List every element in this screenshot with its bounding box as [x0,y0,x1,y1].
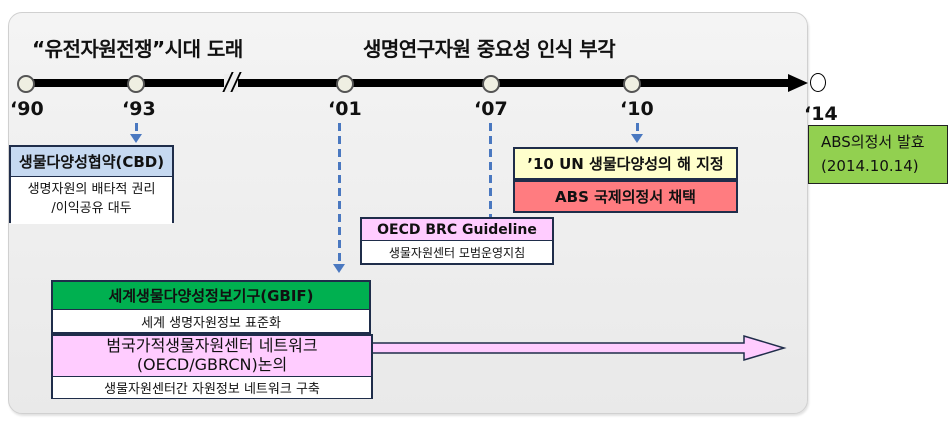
event-abs-effective-line1: ABS의정서 발효 [821,133,925,151]
event-cbd-desc: 생명자원의 배타적 권리 /이익공유 대두 [11,177,172,224]
arrow-down-icon [631,134,643,143]
timeline-node-2014 [810,73,826,92]
timeline-node-2001 [336,75,354,93]
event-gbif-title: 세계생물다양성정보기구(GBIF) [53,282,369,310]
year-label-2001: ‘01 [328,98,362,120]
gbrcn-arrow-icon [360,335,787,362]
connector-2010 [636,123,639,135]
event-gbif-desc: 세계 생명자원정보 표준화 [53,310,369,332]
event-abs-adoption: ABS 국제의정서 채택 [513,180,738,213]
axis-arrowhead-icon [788,74,808,92]
era-label-right: 생명연구자원 중요성 인식 부각 [363,37,616,61]
event-oecd-title: OECD BRC Guideline [362,219,552,241]
timeline-node-2007 [482,75,500,93]
year-label-2007: ‘07 [474,98,508,120]
event-abs-effective: ABS의정서 발효 (2014.10.14) [808,125,948,184]
year-label-1990: ‘90 [10,98,44,120]
arrow-down-icon [333,264,345,273]
event-oecd-guideline: OECD BRC Guideline 생물자원센터 모범운영지침 [360,217,554,265]
event-oecd-desc: 생물자원센터 모범운영지침 [362,241,552,263]
event-un-year: ’10 UN 생물다양성의 해 지정 [513,147,738,180]
event-cbd-desc-line1: 생명자원의 배타적 권리 [27,182,156,197]
year-label-2014: ‘14 [804,103,838,125]
timeline-node-1993 [127,75,145,93]
timeline-node-1990 [17,75,35,93]
event-gbif: 세계생물다양성정보기구(GBIF) 세계 생명자원정보 표준화 [51,280,371,334]
event-cbd: 생물다양성협약(CBD) 생명자원의 배타적 권리 /이익공유 대두 [9,145,174,224]
event-gbrcn-title-line1: 범국가적생물자원센터 네트워크 [106,336,318,355]
connector-2001 [338,123,341,263]
timeline-node-2010 [623,75,641,93]
event-cbd-desc-line2: /이익공유 대두 [51,201,132,216]
event-abs-effective-line2: (2014.10.14) [821,157,919,175]
event-gbrcn-desc: 생물자원센터간 자원정보 네트워크 구축 [53,377,371,398]
event-gbrcn-title-line2: (OECD/GBRCN)논의 [136,355,288,374]
year-label-1993: ‘93 [122,98,156,120]
event-cbd-title: 생물다양성협약(CBD) [11,147,172,177]
era-label-left: “유전자원전쟁”시대 도래 [32,37,243,61]
connector-1993 [135,123,138,135]
event-gbrcn-title: 범국가적생물자원센터 네트워크 (OECD/GBRCN)논의 [53,336,371,377]
arrow-down-icon [130,134,142,143]
timeline-axis [24,79,790,87]
year-label-2010: ‘10 [620,98,654,120]
connector-2007 [489,123,492,233]
event-gbrcn: 범국가적생물자원센터 네트워크 (OECD/GBRCN)논의 생물자원센터간 자… [51,334,373,399]
